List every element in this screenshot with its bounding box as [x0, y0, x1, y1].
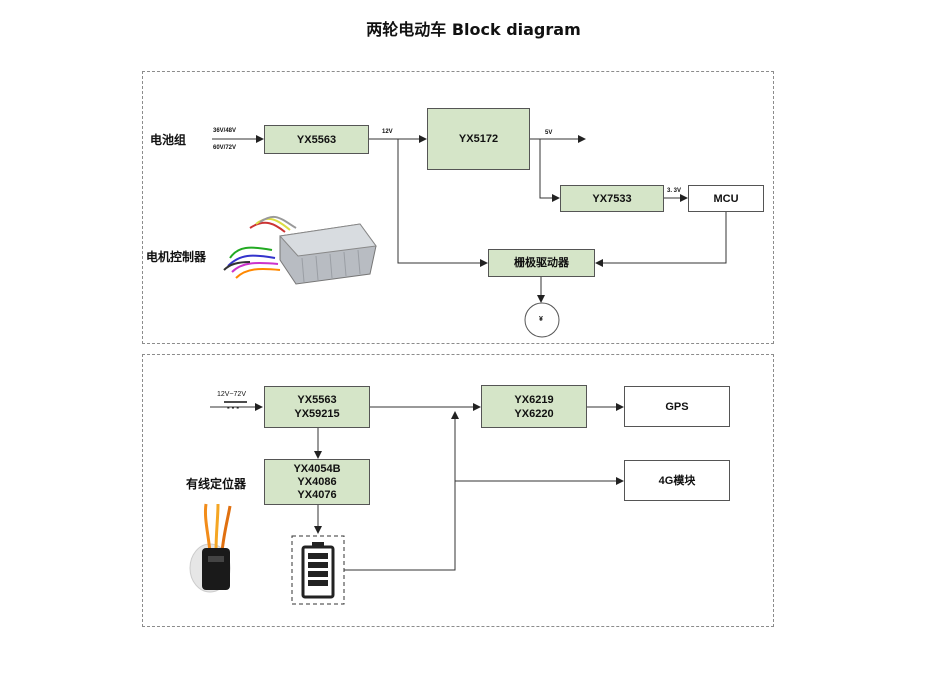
label-3v3: 3. 3V	[667, 188, 682, 194]
motor-symbol: ¥	[539, 316, 543, 323]
mcu-box: MCU	[688, 185, 764, 212]
motor-controller-image	[223, 215, 377, 285]
wire-mcu-to-gate-driver	[595, 212, 727, 267]
bottom-panel	[142, 354, 774, 627]
page-title: 两轮电动车 Block diagram	[366, 20, 581, 39]
motor-circle	[524, 302, 560, 338]
dc-symbol: ---	[227, 403, 241, 412]
input-voltage-2: 60V/72V	[213, 145, 237, 151]
input-voltage-1: 36V/48V	[213, 128, 237, 134]
wired-locator-label: 有线定位器	[186, 477, 247, 491]
wire-12v-to-gate-driver	[397, 139, 488, 267]
motor-controller-label: 电机控制器	[146, 250, 207, 264]
gps-box: GPS	[624, 386, 730, 427]
yx7533-box: YX7533	[560, 185, 664, 212]
yx5563-box-top: YX5563	[264, 125, 369, 154]
gate-driver-box: 栅极驱动器	[488, 249, 595, 277]
label-5v: 5V	[545, 130, 553, 136]
wired-locator-image	[189, 503, 232, 593]
bottom-input-voltage: 12V~72V	[217, 391, 246, 398]
yx5172-box: YX5172	[427, 108, 530, 170]
top-panel	[142, 71, 774, 344]
4g-module-box: 4G模块	[624, 460, 730, 501]
wire-5v-to-yx7533	[539, 139, 560, 202]
wire-battery-to-bus	[344, 411, 459, 571]
battery-pack-label: 电池组	[150, 133, 187, 147]
battery-icon	[291, 535, 345, 605]
label-12v: 12V	[382, 129, 393, 135]
